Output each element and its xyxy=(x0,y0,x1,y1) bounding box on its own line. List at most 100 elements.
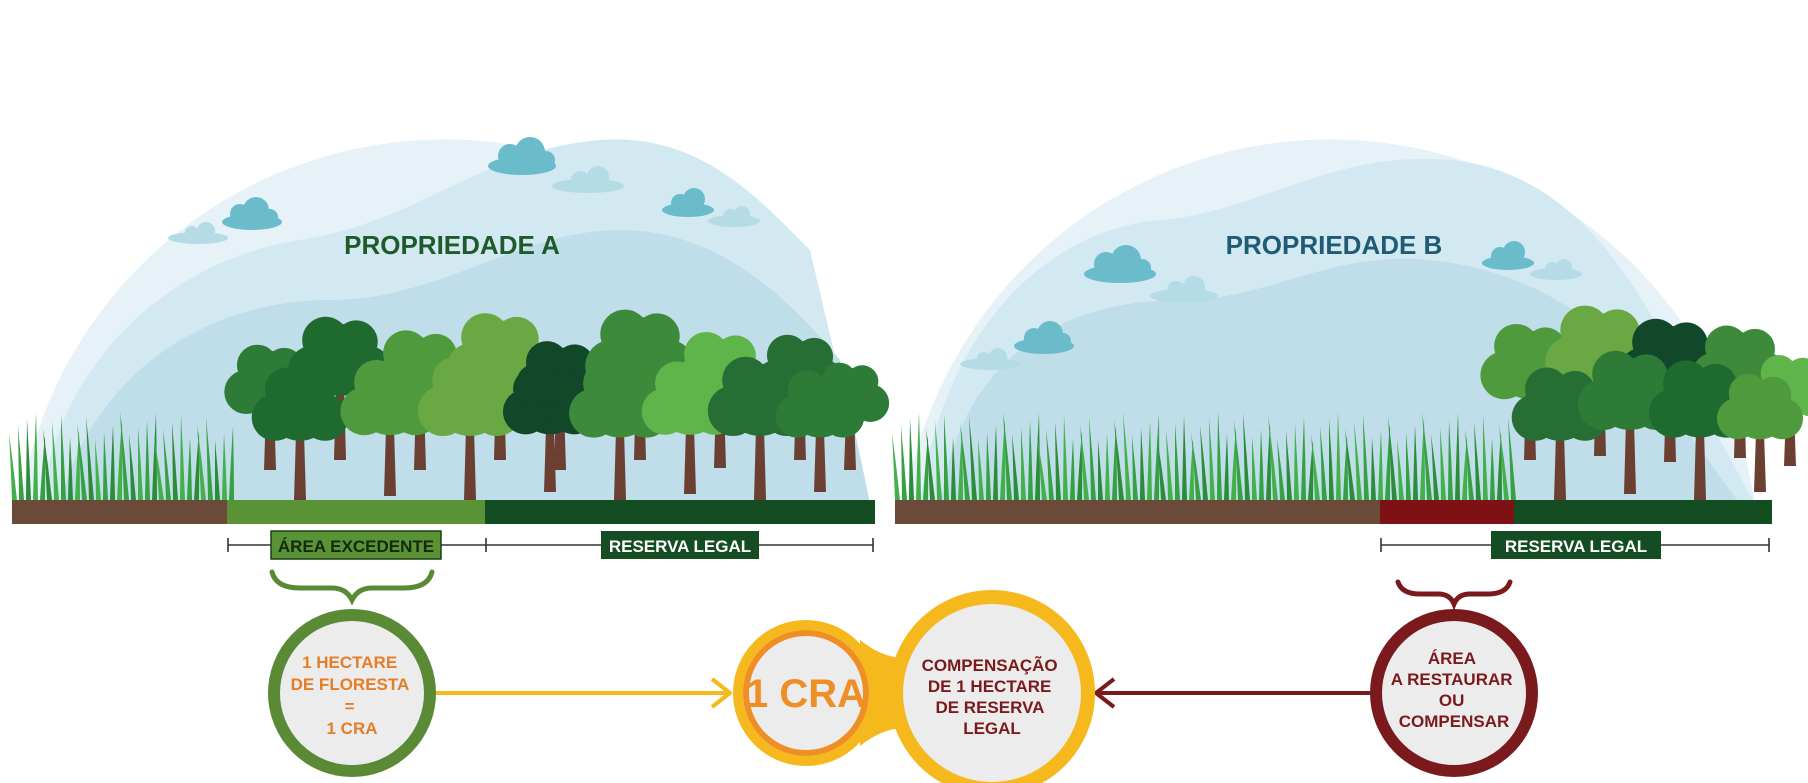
grass-blade xyxy=(187,438,192,500)
grass-blade xyxy=(129,434,136,500)
grass-blade xyxy=(1483,415,1488,500)
grass-blade xyxy=(1055,422,1061,500)
sky-hills-back-b xyxy=(940,258,1740,504)
tree-icon xyxy=(224,344,316,470)
arrow-to-compensation xyxy=(1094,677,1372,709)
grass-blade xyxy=(1166,430,1173,500)
tree-icon xyxy=(251,367,349,500)
grass-blade xyxy=(1037,436,1047,500)
cloud-icon xyxy=(222,197,282,230)
grass-blade xyxy=(215,440,220,500)
grass-blade xyxy=(1311,433,1320,500)
grass-blade xyxy=(1294,424,1299,500)
grass-blade xyxy=(206,417,213,500)
grass-blade xyxy=(103,432,108,500)
cra-compensation-group: 1 CRA COMPENSAÇÃO DE 1 HECTARE DE RESERV… xyxy=(733,590,1095,783)
grass-blade xyxy=(77,423,87,500)
grass-blade xyxy=(1343,435,1348,500)
grass-blade xyxy=(916,412,921,500)
grass-blade xyxy=(18,426,24,500)
cloud-icon xyxy=(552,166,624,193)
grass-blade xyxy=(1499,424,1509,500)
grass-blade xyxy=(26,419,31,500)
grass-blade xyxy=(1431,434,1439,500)
legal-reserve-badge-a xyxy=(601,531,759,559)
surplus-area-label: ÁREA EXCEDENTE xyxy=(278,537,434,556)
grass-blade xyxy=(163,429,171,500)
grass-blade xyxy=(1098,440,1103,500)
grass-blade xyxy=(110,425,115,500)
grass-blade xyxy=(154,436,164,500)
grass-blade xyxy=(1012,434,1019,500)
grass-blade xyxy=(1490,438,1495,500)
grass-blade xyxy=(1336,412,1341,500)
grass-blade xyxy=(1422,411,1432,500)
surplus-area-badge xyxy=(270,530,442,560)
grass-blade xyxy=(944,414,949,500)
grass-blade xyxy=(52,421,59,500)
grass-blade xyxy=(117,418,123,500)
grass-blade xyxy=(1329,419,1334,500)
grass-blade xyxy=(1191,432,1201,500)
cloud-icon xyxy=(960,348,1020,370)
legal-reserve-badge-b xyxy=(1491,531,1661,559)
grass-blade xyxy=(75,430,80,500)
forest-b xyxy=(1480,305,1808,500)
legal-reserve-strip-b xyxy=(1514,500,1772,524)
grass-blade xyxy=(180,415,185,500)
grass-blade xyxy=(222,433,227,500)
grass-blade xyxy=(1277,438,1285,500)
grass-blade xyxy=(1035,413,1040,500)
grass-blade xyxy=(1114,419,1124,500)
grass-blade xyxy=(194,431,200,500)
grass-blade xyxy=(1231,427,1237,500)
property-a-scene: PROPRIEDADE A xyxy=(9,137,890,504)
grass-blade xyxy=(1397,439,1404,500)
grass-blade xyxy=(969,416,977,500)
cra-circle xyxy=(733,620,879,766)
soil-strip-b xyxy=(895,500,1380,524)
grass-blade xyxy=(1209,418,1215,500)
grass-blade xyxy=(95,439,101,500)
compensation-text: COMPENSAÇÃO DE 1 HECTARE DE RESERVA LEGA… xyxy=(922,655,1063,738)
legal-reserve-label-a: RESERVA LEGAL xyxy=(609,537,751,556)
grass-blade xyxy=(1003,411,1012,500)
restore-area-strip xyxy=(1380,500,1514,524)
grass-blade xyxy=(926,428,935,500)
grass-blade xyxy=(1385,423,1391,500)
grass-blade xyxy=(1420,418,1425,500)
tree-icon xyxy=(417,356,523,500)
grass-blade xyxy=(958,430,963,500)
grass-blade xyxy=(1063,415,1068,500)
grass-blade xyxy=(68,437,73,500)
grass-blade xyxy=(1252,436,1257,500)
property-a-title: PROPRIEDADE A xyxy=(344,230,560,260)
grass-blade xyxy=(935,421,942,500)
grass-blade xyxy=(1077,431,1083,500)
grass-blade xyxy=(1308,440,1314,500)
grass-blade xyxy=(86,416,94,500)
grass-blade xyxy=(1046,429,1054,500)
grass-blade xyxy=(892,433,900,500)
grass-blade xyxy=(1508,417,1516,500)
grass-blade xyxy=(1080,424,1089,500)
grass-blade xyxy=(1189,439,1194,500)
forest-a xyxy=(224,309,890,500)
grass-blade xyxy=(1413,425,1418,500)
grass-blade xyxy=(1371,437,1376,500)
cloud-icon xyxy=(1084,245,1156,283)
grass-blade xyxy=(909,419,914,500)
cloud-icon xyxy=(1014,321,1074,354)
grass-blade xyxy=(1301,417,1306,500)
grass-blade xyxy=(1448,420,1453,500)
grass-blade xyxy=(1217,411,1222,500)
grass-blade xyxy=(1378,430,1383,500)
grass-blade xyxy=(1345,428,1355,500)
grass-blade xyxy=(1234,420,1243,500)
grass-blade xyxy=(1363,414,1369,500)
grass-b xyxy=(892,411,1516,500)
restore-area-text: ÁREA A RESTAURAR OU COMPENSAR xyxy=(1391,649,1518,731)
grass-blade xyxy=(1354,421,1362,500)
grass-blade xyxy=(1388,416,1397,500)
grass-blade xyxy=(43,428,52,500)
